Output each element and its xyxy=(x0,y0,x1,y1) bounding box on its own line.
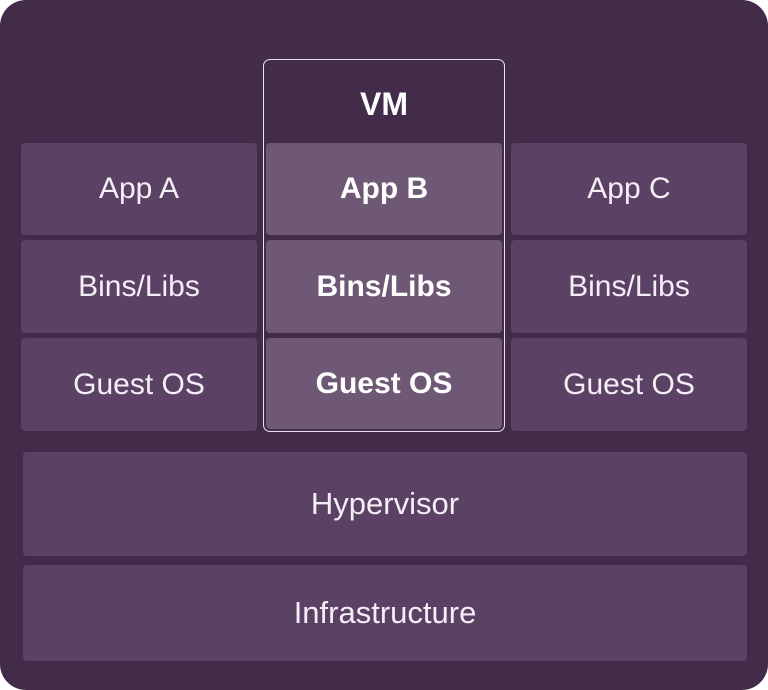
vm-label: VM xyxy=(360,85,408,122)
guest-os-b-block: Guest OS xyxy=(266,338,502,429)
hypervisor-block: Hypervisor xyxy=(23,452,747,556)
guest-os-a-block: Guest OS xyxy=(21,338,257,431)
guest-os-c-block: Guest OS xyxy=(511,338,747,431)
app-c-block: App C xyxy=(511,143,747,235)
bins-libs-b-block: Bins/Libs xyxy=(266,240,502,333)
bins-libs-a-block: Bins/Libs xyxy=(21,240,257,333)
infrastructure-block: Infrastructure xyxy=(23,565,747,661)
bins-libs-c-block: Bins/Libs xyxy=(511,240,747,333)
app-b-block: App B xyxy=(266,143,502,235)
app-a-block: App A xyxy=(21,143,257,235)
